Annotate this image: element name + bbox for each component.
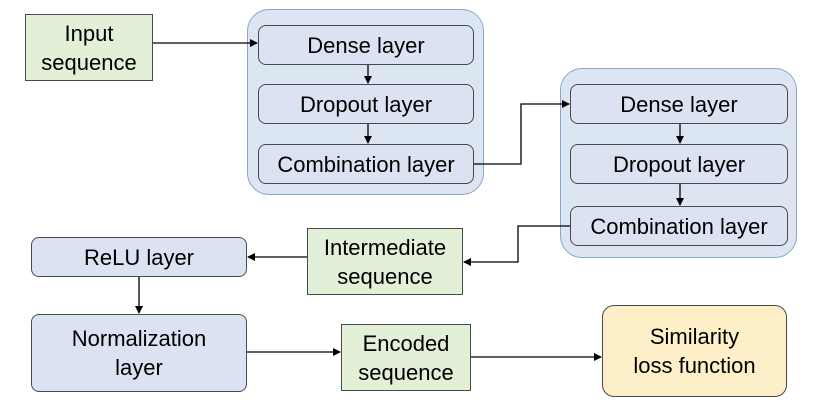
block1-combination-layer: Combination layer (258, 144, 474, 184)
block2-dense-label: Dense layer (620, 91, 738, 117)
arrow-combination2-to-intermediate (463, 225, 570, 266)
block2-combination-label: Combination layer (590, 213, 768, 239)
block1-combination-label: Combination layer (277, 151, 455, 177)
normalization-label-line1: Normalization (71, 326, 207, 351)
encoded-sequence-label-line2: sequence (358, 359, 454, 385)
block2-combination-layer: Combination layer (570, 206, 788, 246)
intermediate-sequence-label-line1: Intermediate (323, 234, 447, 260)
block2-dropout-layer: Dropout layer (570, 144, 788, 184)
intermediate-sequence-box: Intermediate sequence (307, 228, 463, 295)
relu-layer-label: ReLU layer (83, 244, 195, 270)
intermediate-sequence-label-line2: sequence (337, 263, 433, 289)
input-sequence-label-line2: sequence (41, 49, 137, 75)
similarity-loss-label-line2: loss function (633, 353, 756, 378)
relu-layer: ReLU layer (31, 237, 247, 277)
block1-dropout-layer: Dropout layer (258, 84, 474, 124)
block1-dense-layer: Dense layer (258, 25, 474, 65)
similarity-loss-box: Similarity loss function (602, 305, 787, 397)
block2-dropout-label: Dropout layer (612, 151, 746, 177)
similarity-loss-label-line1: Similarity (649, 324, 740, 349)
input-sequence-label-line1: Input (64, 20, 114, 46)
input-sequence-box: Input sequence (25, 14, 153, 81)
arrow-combination1-to-dense2 (474, 100, 570, 165)
encoded-sequence-label-line1: Encoded (362, 330, 450, 356)
encoded-sequence-box: Encoded sequence (341, 324, 471, 391)
block2-dense-layer: Dense layer (570, 84, 788, 124)
block1-dropout-label: Dropout layer (299, 91, 433, 117)
block1-dense-label: Dense layer (307, 32, 425, 58)
normalization-label-line2: layer (115, 355, 163, 380)
normalization-layer: Normalization layer (31, 314, 247, 392)
